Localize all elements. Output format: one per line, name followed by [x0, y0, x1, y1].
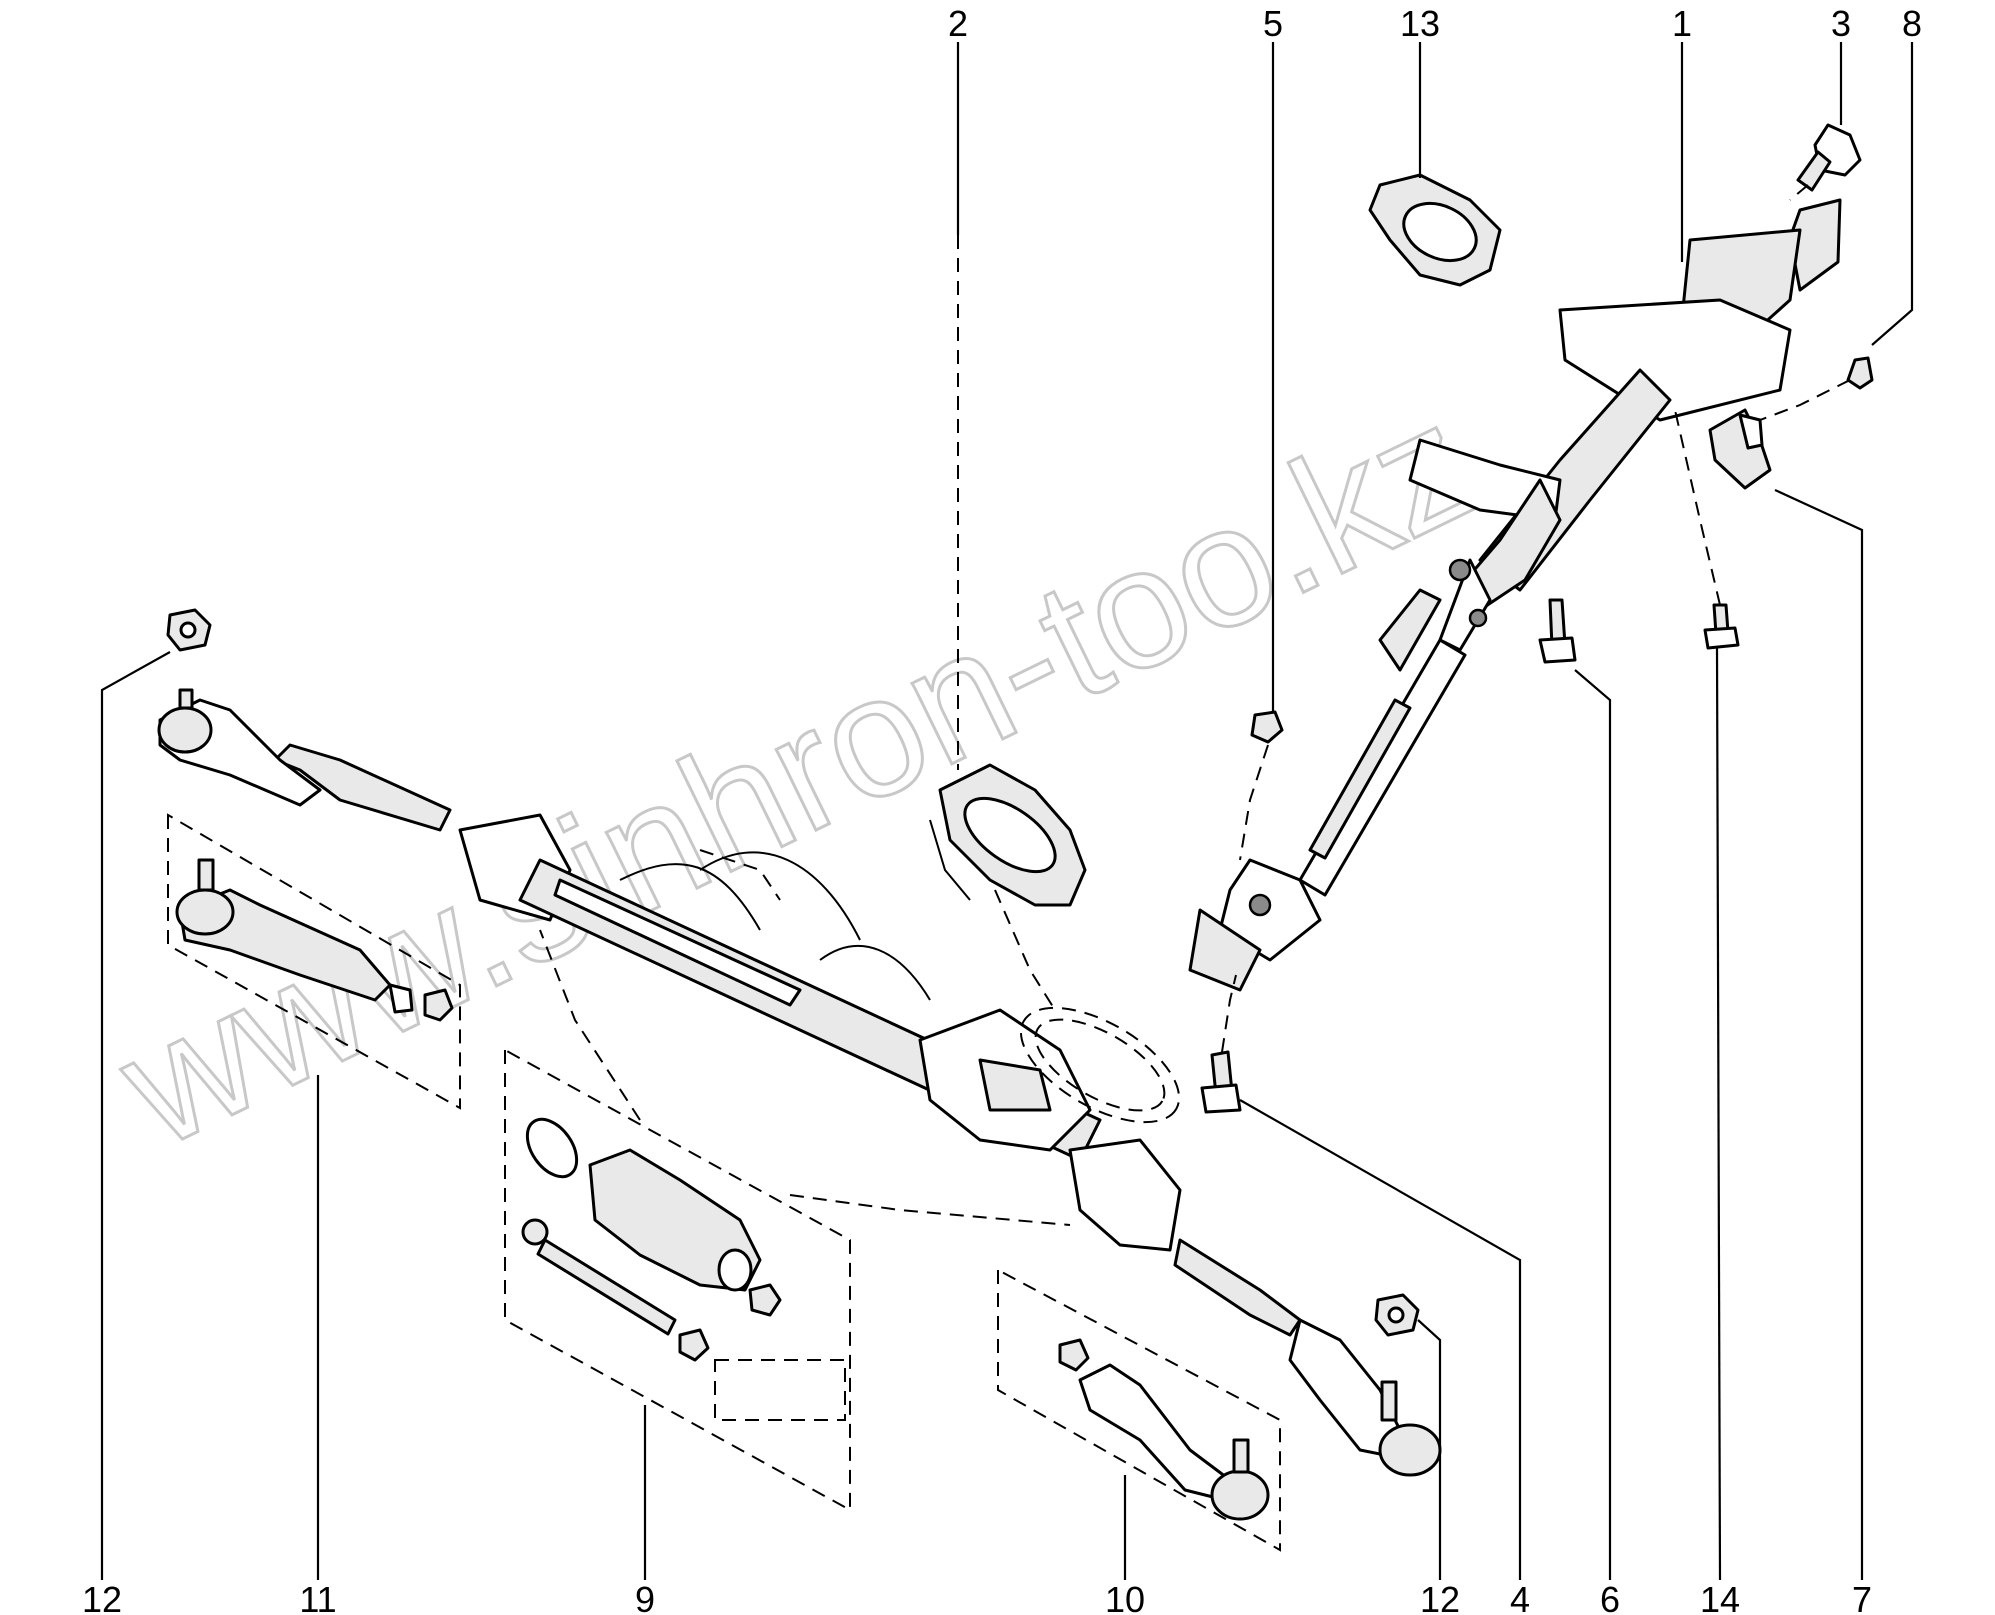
nut-12-right	[1374, 1293, 1420, 1337]
left-tie-rod	[157, 688, 452, 832]
box-9-inner-outline	[714, 1359, 846, 1421]
nut-12-left	[166, 608, 212, 652]
callout-8: 8	[1902, 3, 1922, 44]
callout-10: 10	[1105, 1579, 1145, 1615]
boot-kit-9	[521, 1117, 782, 1362]
switch-bracket-13	[1368, 173, 1502, 287]
bolt-14	[1703, 603, 1740, 650]
arrow-seal-2	[994, 889, 1056, 1011]
callout-6: 6	[1600, 1579, 1620, 1615]
callout-5: 5	[1263, 3, 1283, 44]
callout-1: 1	[1672, 3, 1692, 44]
nut-5	[1250, 710, 1284, 744]
right-tie-rod	[1173, 1238, 1442, 1477]
arrow-box-9-right	[789, 1194, 1071, 1226]
callout-13: 13	[1400, 3, 1440, 44]
dust-seal-2	[929, 763, 1087, 907]
box-10-outline	[997, 1268, 1281, 1552]
watermark: www.sinhron-too.kz	[92, 366, 1501, 1183]
arrow-bolt-14	[1674, 409, 1721, 606]
callout-12-right: 12	[1420, 1579, 1460, 1615]
callout-4: 4	[1510, 1579, 1530, 1615]
bolt-3	[1796, 123, 1862, 192]
tie-rod-end-11	[175, 858, 454, 1022]
steering-column	[1188, 198, 1842, 992]
arrow-bolt-3	[1789, 184, 1809, 201]
callout-12-left: 12	[82, 1579, 122, 1615]
steering-rack	[458, 813, 1182, 1252]
clip-7	[1708, 408, 1772, 490]
callout-11: 11	[299, 1579, 336, 1615]
callout-14: 14	[1700, 1579, 1740, 1615]
tie-rod-end-10	[1058, 1338, 1270, 1521]
callout-9: 9	[635, 1579, 655, 1615]
arrow-bolt-8	[1759, 379, 1851, 421]
callout-2: 2	[948, 3, 968, 44]
bolt-4	[1200, 1050, 1242, 1114]
callout-7: 7	[1852, 1579, 1872, 1615]
bolt-8	[1846, 356, 1874, 390]
callout-3: 3	[1831, 3, 1851, 44]
box-9-outline	[504, 1048, 851, 1512]
arrow-box-9-left	[539, 929, 641, 1121]
arrow-bolt-4	[1221, 974, 1237, 1053]
box-11-outline	[167, 813, 461, 1110]
arrow-nut-5	[1239, 744, 1269, 861]
bolt-6	[1538, 598, 1577, 664]
